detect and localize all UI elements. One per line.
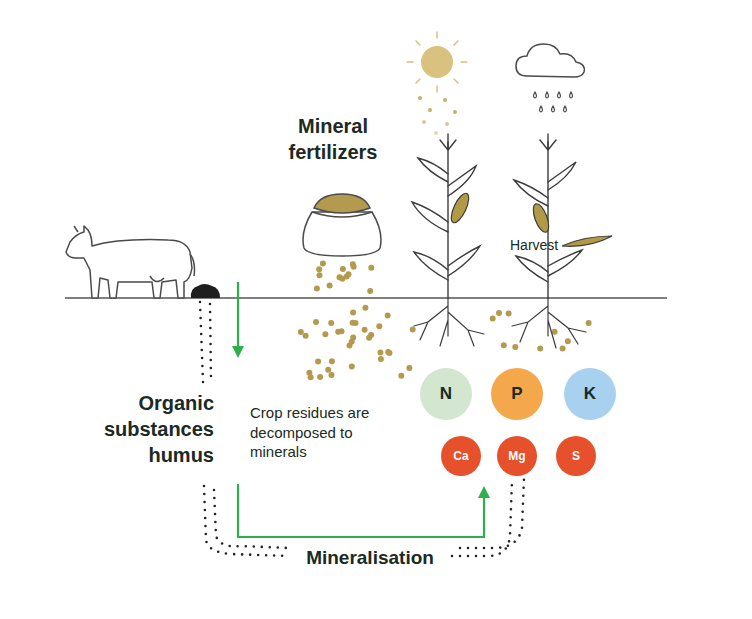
granule bbox=[327, 282, 333, 288]
granule bbox=[490, 316, 496, 322]
process-arrow bbox=[238, 282, 484, 537]
section-title: Mineral fertilizers bbox=[274, 113, 392, 165]
granule bbox=[350, 335, 356, 341]
manure bbox=[191, 284, 220, 298]
granule bbox=[410, 326, 416, 332]
corn-plant bbox=[412, 134, 480, 298]
granule bbox=[317, 374, 323, 380]
nutrient-circle: K bbox=[564, 368, 616, 420]
granule bbox=[351, 264, 357, 270]
granule bbox=[329, 372, 335, 378]
nutrient-symbol: P bbox=[511, 384, 522, 404]
granule bbox=[316, 266, 322, 272]
granule bbox=[325, 367, 331, 373]
granule bbox=[586, 320, 592, 326]
roots bbox=[414, 298, 586, 348]
nutrient-circle: Ca bbox=[441, 436, 481, 476]
granule bbox=[537, 346, 543, 352]
granule bbox=[337, 274, 343, 280]
granule bbox=[560, 346, 566, 352]
section-title: Organic substances humus bbox=[90, 390, 214, 468]
granule bbox=[378, 356, 384, 362]
corn-plant bbox=[514, 134, 582, 298]
cow bbox=[66, 226, 195, 298]
nutrient-circle: Mg bbox=[497, 436, 537, 476]
arrowhead bbox=[478, 486, 490, 498]
granule bbox=[501, 342, 507, 348]
granule bbox=[406, 365, 412, 371]
granule bbox=[506, 311, 512, 317]
granule bbox=[298, 329, 304, 335]
granule bbox=[314, 285, 320, 291]
granule bbox=[315, 359, 321, 365]
granule bbox=[350, 310, 356, 316]
nutrient-circle: P bbox=[491, 368, 543, 420]
granule bbox=[344, 274, 350, 280]
nutrient-symbol: Ca bbox=[453, 449, 468, 463]
granule bbox=[353, 320, 359, 326]
nutrient-circle: N bbox=[420, 368, 472, 420]
granule bbox=[496, 310, 502, 316]
granule bbox=[368, 265, 374, 271]
granule bbox=[308, 374, 314, 380]
granule bbox=[340, 266, 346, 272]
granule bbox=[328, 320, 334, 326]
granule bbox=[320, 261, 326, 267]
nutrient-symbol: N bbox=[440, 384, 452, 404]
granule bbox=[367, 288, 373, 294]
granule bbox=[322, 331, 328, 337]
granule bbox=[385, 349, 391, 355]
granule bbox=[313, 319, 319, 325]
nutrient-symbol: S bbox=[572, 449, 580, 463]
rain-cloud bbox=[516, 44, 584, 112]
granule bbox=[317, 272, 323, 278]
sun bbox=[407, 32, 467, 135]
granule bbox=[362, 327, 368, 333]
nutrient-circle: S bbox=[556, 436, 596, 476]
granule bbox=[512, 344, 518, 350]
granule bbox=[376, 323, 382, 329]
granule bbox=[329, 358, 335, 364]
granule bbox=[349, 363, 355, 369]
process-note: Crop residues are decomposed to minerals bbox=[250, 403, 370, 462]
process-title: Mineralisation bbox=[292, 546, 448, 571]
soil-dots bbox=[200, 302, 524, 556]
arrowhead bbox=[232, 346, 244, 358]
fertilizer-sack bbox=[303, 194, 381, 256]
granule bbox=[377, 350, 383, 356]
granule bbox=[362, 305, 368, 311]
granule bbox=[398, 373, 404, 379]
nutrient-symbol: Mg bbox=[508, 449, 525, 463]
granule bbox=[366, 335, 372, 341]
granule bbox=[385, 313, 391, 319]
stage-label: Harvest bbox=[510, 236, 580, 254]
granule bbox=[335, 329, 341, 335]
granule bbox=[303, 333, 309, 339]
granule bbox=[565, 338, 571, 344]
nutrient-symbol: K bbox=[584, 384, 596, 404]
